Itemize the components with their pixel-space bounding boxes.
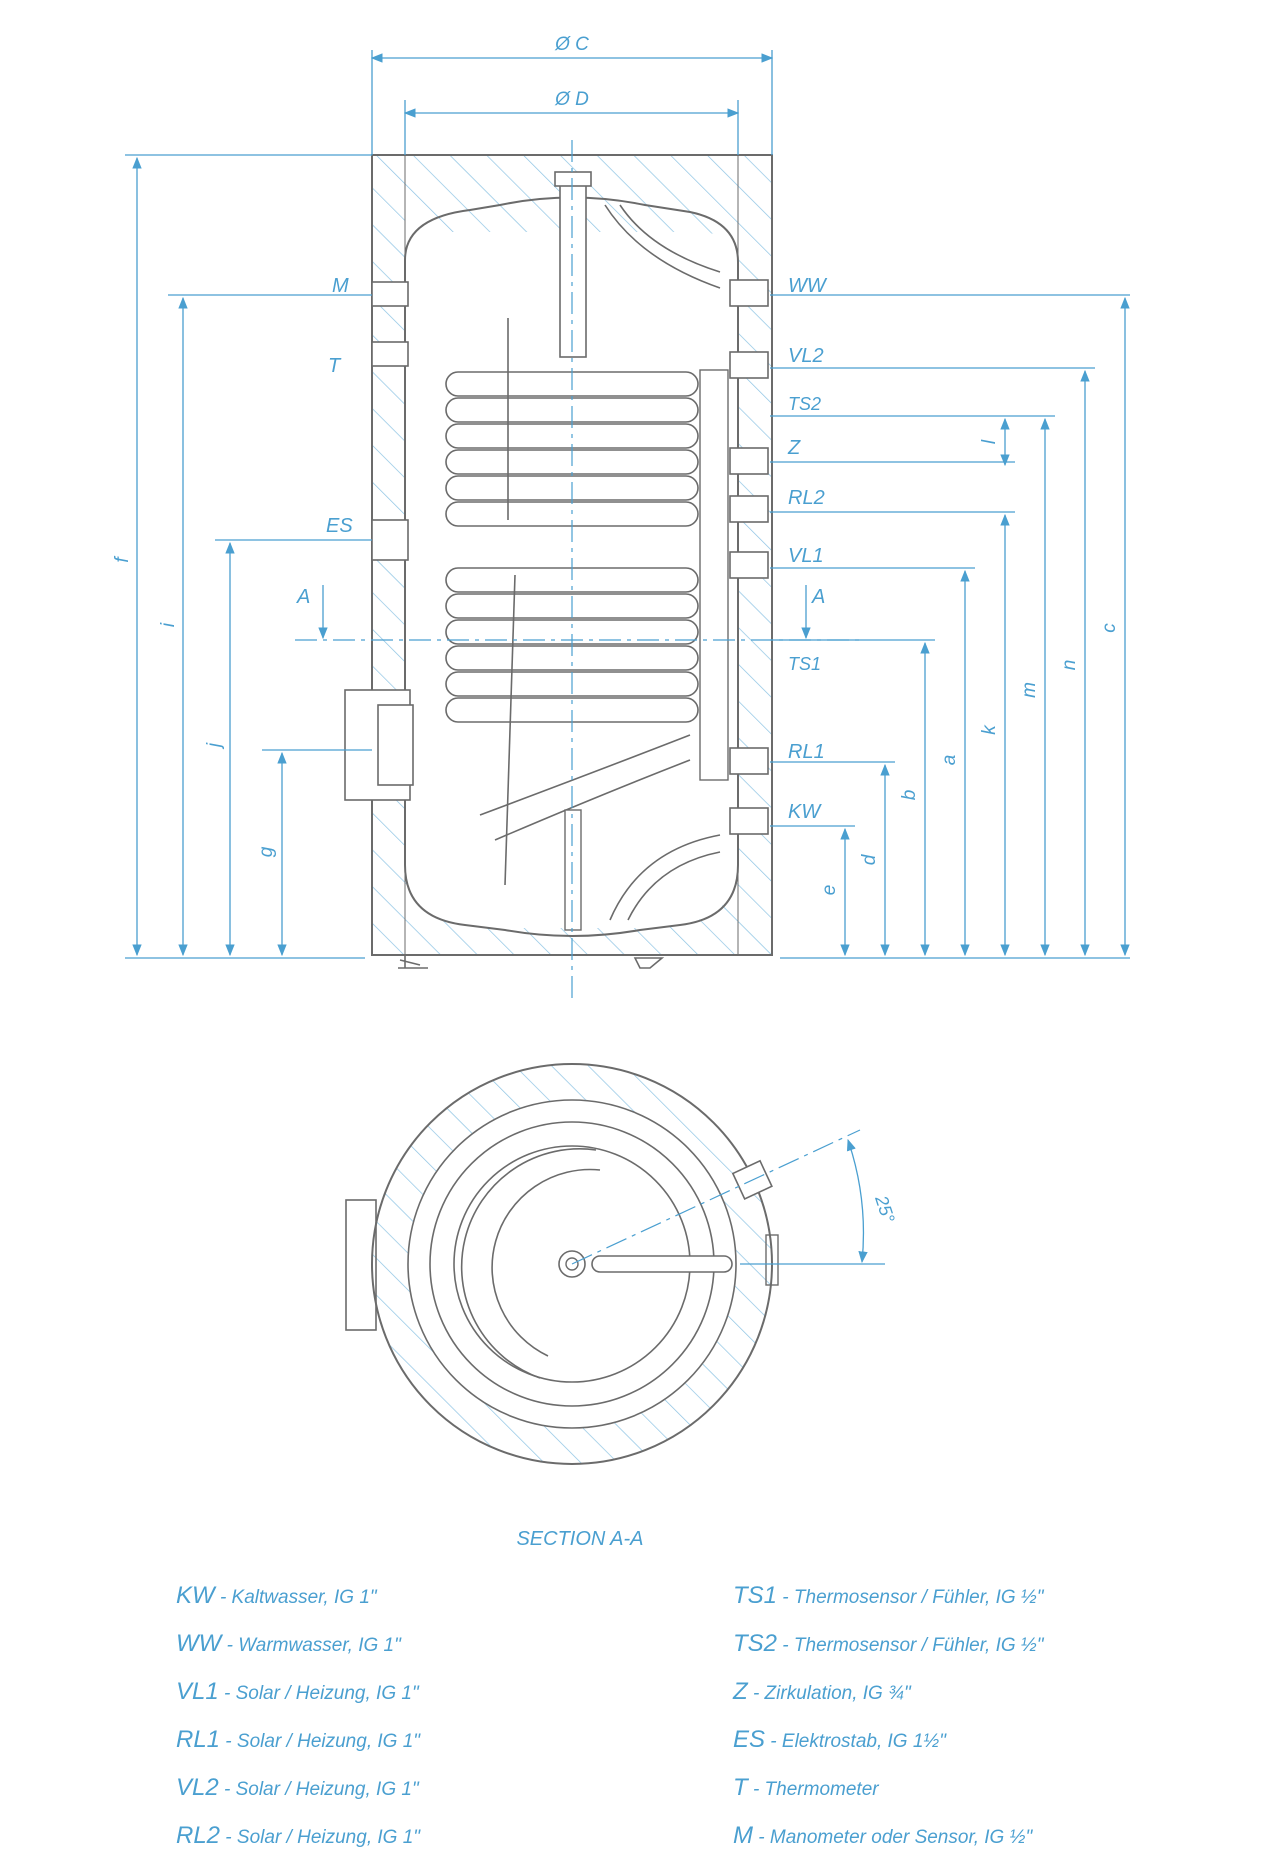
connection-labels: WW VL2 TS2 Z RL2 VL1 TS1 RL1 KW M T ES A…	[296, 275, 828, 823]
dim-label-k: k	[979, 724, 1000, 735]
label-kw: KW	[788, 801, 822, 823]
legend-item: T - Thermometer	[733, 1764, 1044, 1812]
dim-label-c-outer: Ø C	[554, 34, 589, 55]
dim-label-c: c	[1099, 623, 1120, 633]
label-vl1: VL1	[788, 545, 824, 567]
legend-code: RL1	[176, 1726, 221, 1753]
legend-desc: - Thermosensor / Fühler, IG ½"	[777, 1635, 1044, 1656]
legend-desc: - Elektrostab, IG 1½"	[765, 1731, 946, 1752]
dim-label-n: n	[1059, 660, 1080, 671]
legend-code: TS1	[733, 1582, 778, 1609]
dim-label-m: m	[1019, 682, 1040, 698]
label-ts1: TS1	[788, 654, 821, 674]
right-connections	[729, 279, 769, 835]
dim-label-i: i	[158, 622, 179, 627]
dimension-labels: Ø C Ø D f i j g e d b a k l m n c	[112, 34, 1120, 895]
legend-desc: - Thermometer	[747, 1779, 879, 1800]
label-es: ES	[326, 515, 353, 537]
dim-label-d-inner: Ø D	[554, 89, 589, 110]
legend-desc: - Solar / Heizung, IG 1"	[218, 1683, 419, 1704]
legend-code: VL2	[176, 1774, 219, 1801]
section-marker-left: A	[296, 586, 310, 608]
legend-desc: - Manometer oder Sensor, IG ½"	[753, 1827, 1033, 1848]
label-m: M	[332, 275, 349, 297]
legend-desc: - Warmwasser, IG 1"	[221, 1635, 401, 1656]
dim-label-b: b	[899, 790, 920, 801]
dim-label-e: e	[819, 885, 840, 896]
legend-desc: - Zirkulation, IG ¾"	[747, 1683, 911, 1704]
legend-desc: - Thermosensor / Fühler, IG ½"	[777, 1587, 1044, 1608]
legend-right: TS1 - Thermosensor / Fühler, IG ½" TS2 -…	[733, 1572, 1044, 1860]
legend-code: KW	[176, 1582, 215, 1609]
legend-code: TS2	[733, 1630, 778, 1657]
legend-item: TS1 - Thermosensor / Fühler, IG ½"	[733, 1572, 1044, 1620]
legend-desc: - Solar / Heizung, IG 1"	[220, 1731, 421, 1752]
label-ww: WW	[788, 275, 828, 297]
dim-label-a: a	[939, 755, 960, 766]
side-section-view	[295, 140, 860, 1000]
section-title: SECTION A-A	[516, 1528, 644, 1550]
angle-label: 25°	[871, 1192, 899, 1225]
section-view: 25°	[345, 1063, 899, 1465]
dimension-lines	[125, 50, 1130, 959]
legend-item: VL2 - Solar / Heizung, IG 1"	[176, 1764, 420, 1812]
dim-label-l: l	[979, 439, 1000, 444]
legend-item: RL2 - Solar / Heizung, IG 1"	[176, 1812, 420, 1860]
legend-desc: - Kaltwasser, IG 1"	[214, 1587, 377, 1608]
label-t: T	[328, 355, 342, 377]
legend-item: VL1 - Solar / Heizung, IG 1"	[176, 1668, 420, 1716]
label-rl2: RL2	[788, 487, 825, 509]
lower-coil	[445, 567, 699, 886]
label-rl1: RL1	[788, 741, 825, 763]
label-z: Z	[787, 437, 801, 459]
legend-code: RL2	[176, 1822, 221, 1849]
legend-item: TS2 - Thermosensor / Fühler, IG ½"	[733, 1620, 1044, 1668]
legend-desc: - Solar / Heizung, IG 1"	[220, 1827, 421, 1848]
left-connections	[344, 281, 414, 801]
label-vl2: VL2	[788, 345, 824, 367]
inner-tank	[404, 196, 739, 937]
label-ts2: TS2	[788, 394, 821, 414]
legend-code: WW	[176, 1630, 222, 1657]
dim-label-g: g	[256, 846, 277, 857]
legend-item: ES - Elektrostab, IG 1½"	[733, 1716, 1044, 1764]
legend-item: Z - Zirkulation, IG ¾"	[733, 1668, 1044, 1716]
legend-code: Z	[733, 1678, 748, 1705]
legend-code: T	[733, 1774, 748, 1801]
legend-left: KW - Kaltwasser, IG 1" WW - Warmwasser, …	[176, 1572, 420, 1860]
legend-desc: - Solar / Heizung, IG 1"	[218, 1779, 419, 1800]
legend-item: KW - Kaltwasser, IG 1"	[176, 1572, 420, 1620]
dim-label-d: d	[859, 853, 880, 865]
insulation-hatch	[372, 155, 772, 955]
dim-label-j: j	[204, 742, 225, 750]
legend-item: WW - Warmwasser, IG 1"	[176, 1620, 420, 1668]
legend-code: M	[733, 1822, 753, 1849]
legend-code: ES	[733, 1726, 766, 1753]
dim-label-f: f	[112, 556, 133, 563]
section-marker-right: A	[811, 586, 825, 608]
legend-item: RL1 - Solar / Heizung, IG 1"	[176, 1716, 420, 1764]
legend-item: M - Manometer oder Sensor, IG ½"	[733, 1812, 1044, 1860]
legend-code: VL1	[176, 1678, 219, 1705]
